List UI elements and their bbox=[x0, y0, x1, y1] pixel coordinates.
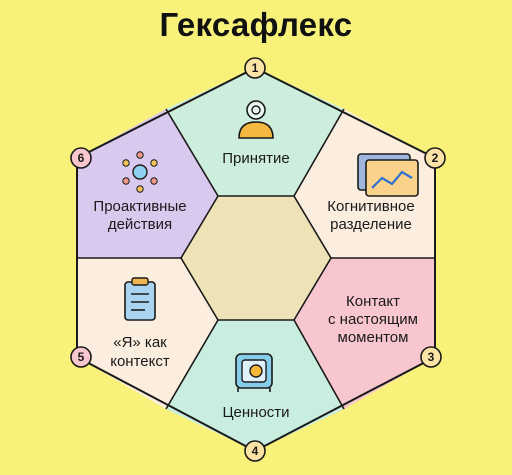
person-icon bbox=[238, 100, 274, 139]
badge-number-5: 5 bbox=[78, 350, 85, 364]
badge-4: 4 bbox=[244, 440, 266, 462]
clipboard-icon bbox=[124, 277, 156, 321]
chart-icon bbox=[357, 153, 419, 197]
segment-self bbox=[77, 258, 218, 409]
badge-1: 1 bbox=[244, 57, 266, 79]
segment-label-values: Ценности bbox=[222, 404, 289, 421]
segment-dividers bbox=[77, 108, 435, 410]
badge-6: 6 bbox=[70, 147, 92, 169]
segment-label-acceptance: Принятие bbox=[222, 150, 290, 167]
badge-number-1: 1 bbox=[252, 61, 259, 75]
badge-number-4: 4 bbox=[252, 444, 259, 458]
badge-5: 5 bbox=[70, 346, 92, 368]
segment-action bbox=[77, 109, 218, 258]
segment-contact bbox=[294, 258, 435, 409]
badge-number-3: 3 bbox=[428, 350, 435, 364]
safe-icon bbox=[235, 353, 273, 392]
diagram-title: Гексафлекс bbox=[159, 6, 353, 43]
badge-3: 3 bbox=[420, 346, 442, 368]
badge-2: 2 bbox=[424, 147, 446, 169]
badge-number-2: 2 bbox=[432, 151, 439, 165]
sparkle-icon bbox=[122, 151, 158, 193]
badge-number-6: 6 bbox=[78, 151, 85, 165]
